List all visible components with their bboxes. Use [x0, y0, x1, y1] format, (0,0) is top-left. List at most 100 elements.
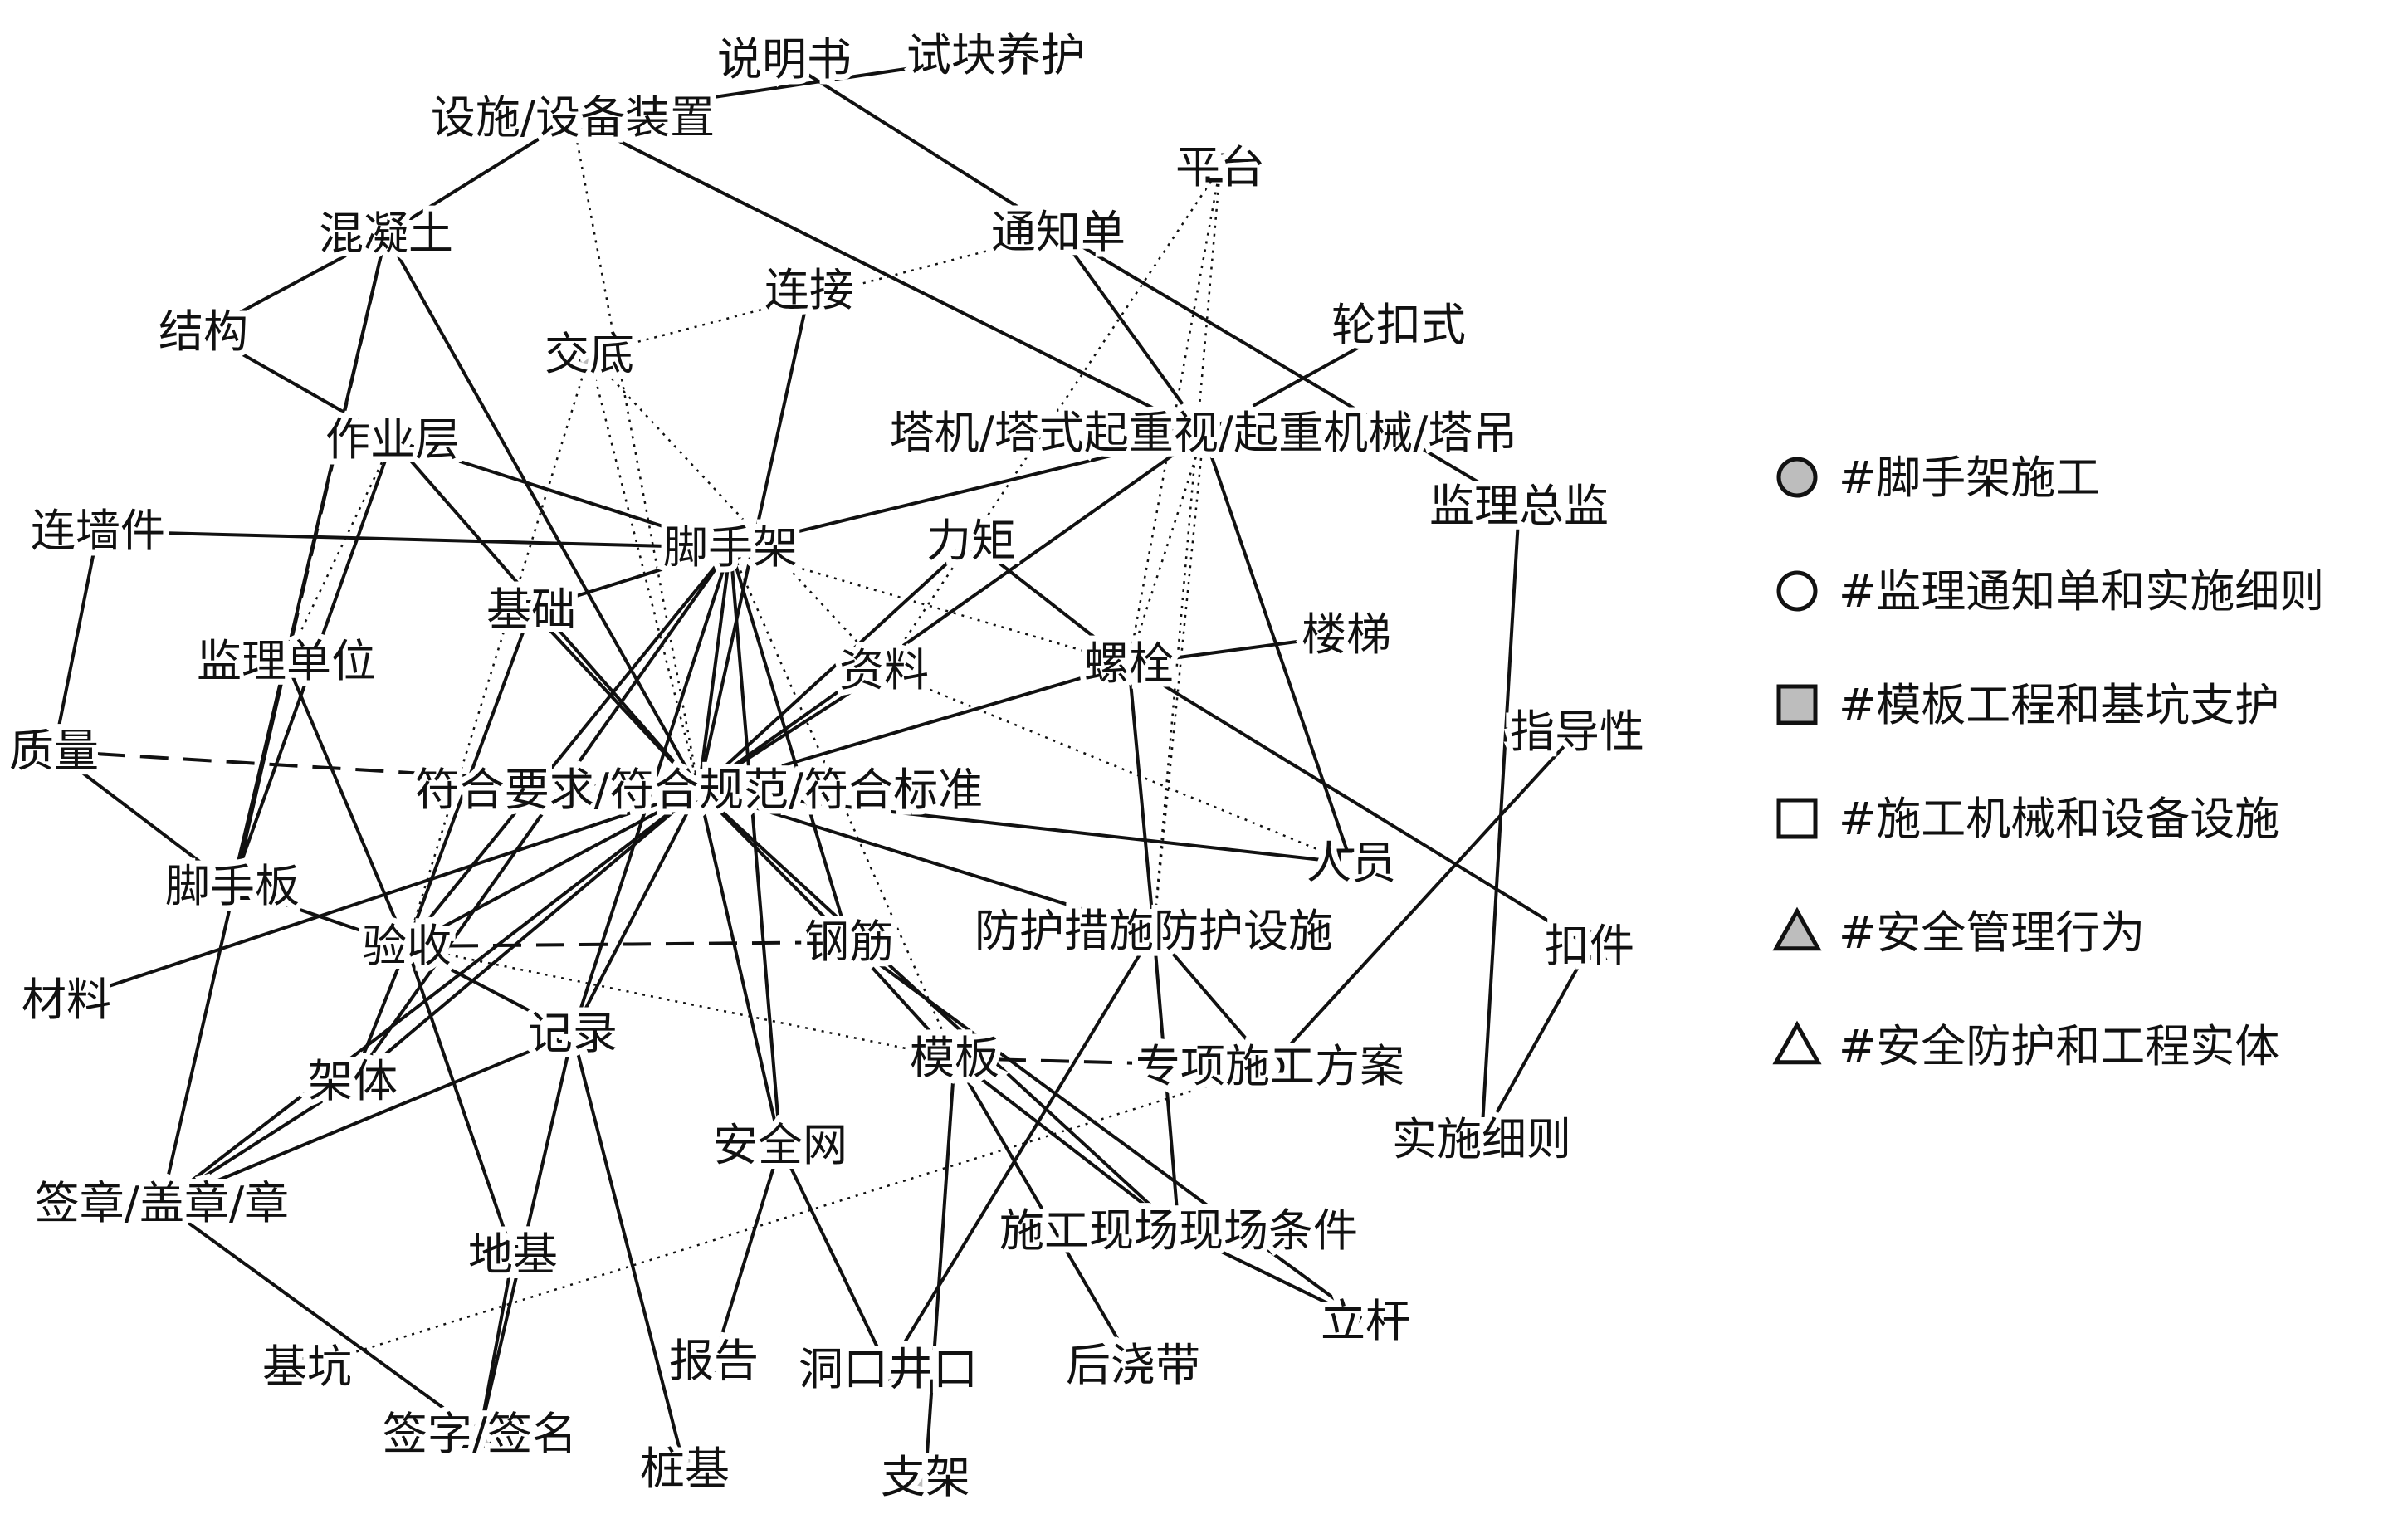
- node-marker-hjd: [1115, 1346, 1151, 1379]
- edge-tzd-jlzj: [1057, 231, 1521, 508]
- node-label-lju: 力矩: [926, 515, 1016, 567]
- node-label-pt: 平台: [1175, 141, 1265, 193]
- edge-zll-fhyq: [53, 750, 700, 792]
- node-label-jc: 基础: [486, 584, 576, 636]
- node-label-jsb: 脚手板: [165, 860, 300, 912]
- node-marker-jlzj: [1504, 491, 1534, 521]
- node-marker-jd: [571, 335, 608, 368]
- node-label-aqw: 安全网: [713, 1119, 847, 1171]
- edge-gj-mb: [847, 940, 956, 1060]
- node-marker-jk: [292, 1352, 322, 1382]
- legend-marker-5: [1772, 1020, 1822, 1065]
- node-marker-fhcs: [1136, 912, 1172, 945]
- edge-zxsg-jk: [306, 1065, 1271, 1369]
- node-label-qzm: 签字/签名: [383, 1408, 577, 1460]
- edge-jg-zyc: [203, 330, 393, 442]
- edge-zyc-jsj: [392, 438, 731, 549]
- edge-aqw-bg: [712, 1145, 782, 1362]
- legend-marker-0: [1776, 457, 1818, 498]
- node-marker-lqj: [80, 512, 116, 545]
- edge-jsj-gj: [729, 547, 851, 943]
- edge-zyc-jsb: [231, 439, 394, 887]
- legend-marker-1: [1776, 570, 1818, 612]
- edge-jsj-jc: [530, 546, 731, 612]
- node-label-sgxc: 施工现场现场条件: [999, 1204, 1358, 1257]
- edge-hnt-fhyq: [384, 233, 701, 791]
- node-label-hjd: 后浇带: [1066, 1339, 1200, 1391]
- node-label-ys: 验收: [362, 920, 452, 972]
- edge-ys-jt: [351, 945, 408, 1082]
- node-marker-smds: [769, 45, 799, 75]
- node-marker-ls: [1111, 645, 1147, 677]
- edge-lju-ls: [970, 540, 1131, 666]
- edge-lj-fhyq: [697, 290, 811, 791]
- edge-pt-fhcs: [1152, 167, 1222, 932]
- node-marker-zyc: [374, 421, 411, 453]
- edge-sgxc-lg: [1178, 1229, 1366, 1323]
- edge-fhcs-sgxc: [1152, 930, 1180, 1232]
- node-marker-tzd: [1043, 217, 1073, 247]
- edge-lt-ls: [1128, 633, 1347, 666]
- node-marker-qz: [144, 1184, 180, 1217]
- node-marker-sgxc: [1160, 1212, 1197, 1244]
- node-marker-sksh: [978, 37, 1014, 69]
- node-markers: [36, 37, 1608, 1492]
- node-marker-ry: [1336, 848, 1366, 878]
- legend-marker-2: [1776, 684, 1818, 725]
- edge-fhyq-ys: [406, 789, 700, 948]
- edge-fhyq-sgxc: [697, 789, 1180, 1233]
- edge-jl-qzm: [478, 1033, 574, 1435]
- node-marker-qzm: [462, 1415, 498, 1448]
- edge-ssbz-tj: [572, 116, 1204, 435]
- node-label-ssbz: 设施/设备装置: [431, 91, 715, 144]
- edge-dj-qzm: [478, 1254, 515, 1435]
- edge-jsj-mb: [729, 547, 956, 1059]
- edge-jsb-ys: [232, 885, 408, 948]
- node-label-lj: 连接: [764, 264, 854, 316]
- node-marker-mb: [940, 1043, 970, 1073]
- edge-lks-tj: [1203, 324, 1399, 435]
- edge-jc-ys: [405, 609, 533, 947]
- node-marker-zl: [866, 652, 902, 684]
- edge-pt-zl: [882, 167, 1222, 672]
- legend-label-4: #安全管理行为: [1839, 906, 2145, 959]
- edge-ssbz-fhyq: [571, 117, 701, 791]
- node-label-lt: 楼梯: [1302, 608, 1391, 661]
- node-marker-pt: [1205, 153, 1235, 183]
- edge-fhcs-dkjk: [887, 930, 1155, 1371]
- node-label-kj: 扣件: [1545, 920, 1634, 972]
- edge-tj-jsj: [730, 432, 1204, 549]
- edge-mb-zxsg: [954, 1057, 1271, 1068]
- node-label-smds: 说明书: [717, 33, 852, 85]
- edge-kj-ssxz: [1480, 945, 1591, 1140]
- node-label-jlzj: 监理总监: [1429, 480, 1609, 532]
- node-marker-hnt: [368, 215, 404, 247]
- node-label-mb: 模板: [910, 1032, 999, 1084]
- node-marker-lg: [1347, 1302, 1384, 1335]
- edge-jl-zj: [571, 1033, 686, 1470]
- edge-pt-ls: [1127, 167, 1222, 665]
- edge-sksh-ssbz: [572, 54, 997, 120]
- node-marker-jt: [338, 1067, 368, 1097]
- node-marker-lj: [791, 271, 828, 304]
- edge-ys-jl: [406, 945, 574, 1035]
- edge-zll-jsb: [52, 750, 234, 888]
- node-label-lg: 立杆: [1321, 1295, 1410, 1347]
- node-label-zjia: 支架: [881, 1451, 970, 1503]
- node-label-jldw: 监理单位: [197, 635, 376, 687]
- node-marker-jsj: [716, 533, 745, 563]
- node-label-jk: 基坑: [262, 1341, 352, 1393]
- node-marker-ssxz: [1467, 1125, 1497, 1155]
- edge-tj-fhyq: [697, 432, 1205, 792]
- node-marker-kj: [1571, 927, 1608, 960]
- edge-jd-zl: [589, 354, 885, 672]
- edge-qz-jt: [160, 1080, 354, 1205]
- node-marker-zj: [670, 1454, 700, 1484]
- node-marker-lju: [953, 522, 989, 554]
- node-marker-lt: [1328, 616, 1365, 648]
- node-label-jl: 记录: [528, 1007, 618, 1059]
- node-label-jsj: 脚手架: [663, 521, 798, 574]
- edge-smds-tzd: [783, 58, 1060, 234]
- node-label-zdx: 指导性: [1510, 706, 1644, 758]
